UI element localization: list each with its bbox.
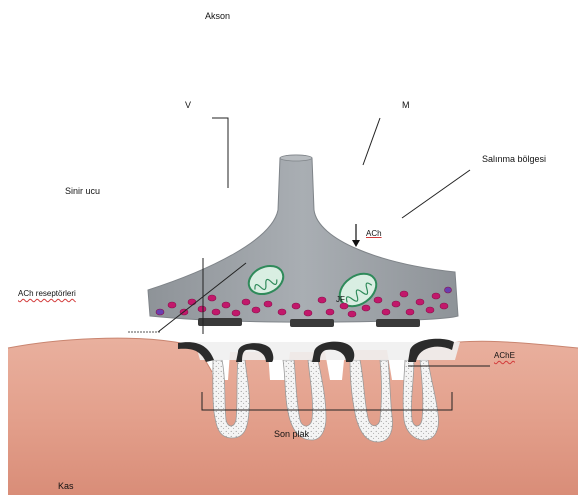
active-zone-3: [376, 319, 420, 327]
label-jf: JF: [336, 296, 345, 304]
label-son-plak: Son plak: [274, 430, 309, 439]
leader-v: [212, 118, 228, 188]
label-ach-reseptorleri: ACh reseptörleri: [18, 290, 76, 298]
label-akson: Akson: [205, 12, 230, 21]
label-salinma-bolgesi: Salınma bölgesi: [482, 155, 546, 164]
label-ach: ACh: [366, 230, 382, 238]
ach-arrow-head: [352, 240, 360, 247]
leader-salinma: [402, 170, 470, 218]
active-zone-1: [198, 318, 242, 326]
label-v: V: [185, 101, 191, 110]
label-kas: Kas: [58, 482, 74, 491]
label-sinir-ucu: Sinir ucu: [65, 187, 100, 196]
label-ache: AChE: [494, 352, 515, 360]
active-zone-2: [290, 319, 334, 327]
label-m: M: [402, 101, 410, 110]
nerve-terminal: [148, 155, 458, 322]
leader-m: [363, 118, 380, 165]
